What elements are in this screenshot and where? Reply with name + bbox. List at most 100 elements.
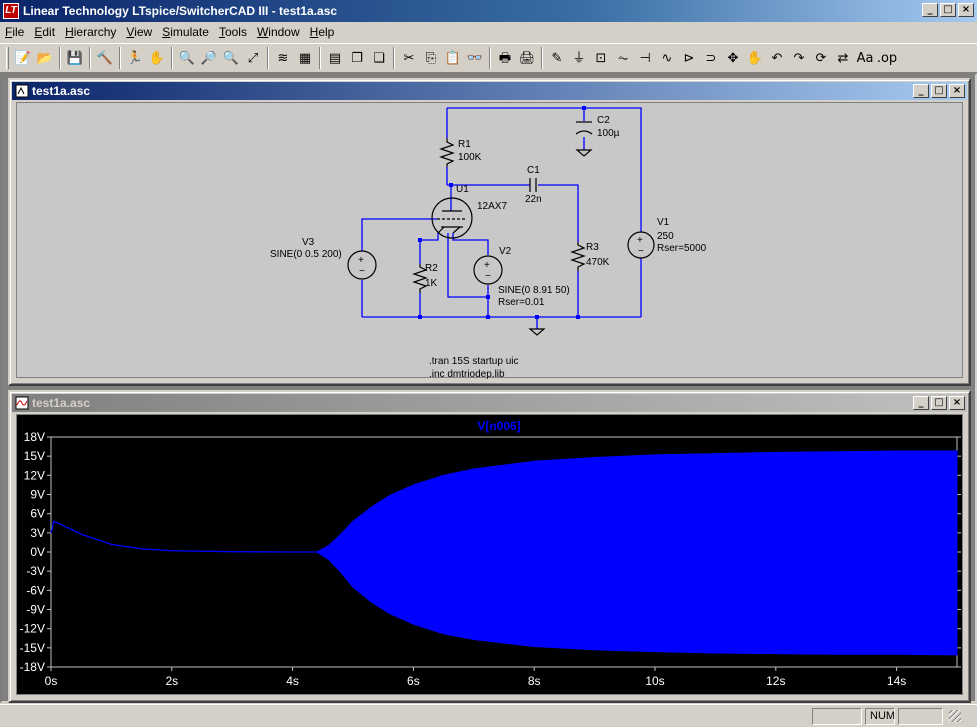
print-setup-icon[interactable]: 🖶 <box>498 50 512 66</box>
toolbar-separator <box>393 47 395 69</box>
svg-text:−: − <box>638 246 644 257</box>
waveform-chart[interactable]: V[n006] 18V15V12V9V6V3V0V-3V-6V-9V-12V-1… <box>17 415 964 698</box>
component-icon[interactable]: ⊃ <box>705 50 717 66</box>
schematic-window-titlebar[interactable]: test1a.asc <box>12 82 967 100</box>
junction <box>576 315 580 319</box>
cascade-icon[interactable]: ❐ <box>351 50 363 66</box>
plot-window-titlebar[interactable]: test1a.asc <box>12 394 967 412</box>
junction <box>486 295 490 299</box>
v1-symbol[interactable] <box>627 231 655 259</box>
minimize-icon[interactable]: _ <box>922 3 938 17</box>
triode-envelope[interactable] <box>431 197 473 239</box>
x-tick-label: 12s <box>766 674 785 688</box>
menu-help[interactable]: Help <box>305 25 340 39</box>
text-icon[interactable]: Aa <box>856 50 874 66</box>
schematic-drawing[interactable]: +− +− +− R1 100K C2 100µ C1 22n U1 12AX7… <box>17 103 964 381</box>
open-icon[interactable]: 📂 <box>36 50 54 66</box>
menu-edit[interactable]: Edit <box>29 25 60 39</box>
y-tick-label: -18V <box>20 660 45 674</box>
undo-icon[interactable]: ↶ <box>771 50 783 66</box>
run-icon[interactable]: 🏃 <box>126 50 144 66</box>
r3-symbol[interactable] <box>570 242 586 271</box>
capacitor-icon[interactable]: ⊣ <box>639 50 651 66</box>
tile-vertical-icon[interactable]: ❏ <box>373 50 385 66</box>
zoom-pan-icon[interactable]: 🔍 <box>222 50 240 66</box>
v2-symbol[interactable] <box>473 255 503 285</box>
menu-accelerator: V <box>126 25 135 39</box>
menu-accelerator: E <box>34 25 43 39</box>
ground-icon[interactable]: ⏚ <box>572 50 586 66</box>
find-icon[interactable]: 👓 <box>466 50 484 66</box>
plot-minimize-icon[interactable]: _ <box>913 396 929 410</box>
menu-accelerator: S <box>162 25 171 39</box>
svg-text:−: − <box>485 271 491 282</box>
save-icon[interactable]: 💾 <box>66 50 84 66</box>
y-tick-label: 6V <box>30 507 45 521</box>
menu-hierarchy[interactable]: Hierarchy <box>60 25 121 39</box>
status-cell <box>898 707 943 725</box>
y-tick-label: 3V <box>30 526 45 540</box>
toolbar-grip[interactable] <box>6 47 9 69</box>
zoom-in-icon[interactable]: 🔍 <box>178 50 196 66</box>
plot-maximize-icon[interactable]: □ <box>931 396 947 410</box>
spice-directive-icon[interactable]: .op <box>876 50 898 66</box>
spice-directive-tran[interactable]: .tran 15S startup uic <box>429 356 519 367</box>
zoom-fit-icon[interactable]: ⤢ <box>247 50 259 66</box>
v3-value: SINE(0 0.5 200) <box>270 249 342 260</box>
draw-wire-icon[interactable]: ✎ <box>551 50 563 66</box>
grid-icon[interactable]: ▦ <box>298 50 312 66</box>
x-tick-label: 2s <box>165 674 178 688</box>
resize-grip-icon[interactable] <box>949 710 961 722</box>
inductor-icon[interactable]: ∿ <box>661 50 673 66</box>
tile-horizontal-icon[interactable]: ▤ <box>328 50 342 66</box>
mirror-icon[interactable]: ⇄ <box>837 50 849 66</box>
trace-title[interactable]: V[n006] <box>477 419 520 433</box>
print-icon[interactable]: 🖨 <box>518 50 536 66</box>
schematic-window[interactable]: test1a.asc _ □ × <box>8 78 971 386</box>
menu-view[interactable]: View <box>121 25 157 39</box>
diode-icon[interactable]: ⊳ <box>683 50 695 66</box>
menu-tools[interactable]: Tools <box>214 25 252 39</box>
move-icon[interactable]: ✥ <box>727 50 739 66</box>
new-schematic-icon[interactable]: 📝 <box>14 50 32 66</box>
sign-glyphs: +− +− +− <box>358 235 644 282</box>
menu-label-rest: ools <box>224 25 247 39</box>
drag-icon[interactable]: ✋ <box>746 50 764 66</box>
plot-close-icon[interactable]: × <box>949 396 965 410</box>
trace-oscillation-envelope <box>315 450 958 656</box>
cut-icon[interactable]: ✂ <box>403 50 415 66</box>
ground-icon <box>528 328 546 336</box>
schematic-minimize-icon[interactable]: _ <box>913 84 929 98</box>
r2-symbol[interactable] <box>412 264 428 293</box>
x-tick-label: 6s <box>407 674 420 688</box>
spice-directive-inc[interactable]: .inc dmtriodep.lib <box>429 369 505 380</box>
schematic-close-icon[interactable]: × <box>949 84 965 98</box>
v3-symbol[interactable] <box>347 250 377 280</box>
label-net-icon[interactable]: ⊡ <box>595 50 607 66</box>
menu-label-rest: ile <box>12 25 25 39</box>
menu-file[interactable]: File <box>0 25 29 39</box>
menu-window[interactable]: Window <box>252 25 305 39</box>
r1-symbol[interactable] <box>439 138 455 167</box>
toolbar-separator <box>171 47 173 69</box>
zoom-out-icon[interactable]: 🔎 <box>200 50 218 66</box>
c1-value: 22n <box>525 194 542 205</box>
close-icon[interactable]: × <box>958 3 974 17</box>
redo-icon[interactable]: ↷ <box>793 50 805 66</box>
schematic-maximize-icon[interactable]: □ <box>931 84 947 98</box>
control-panel-icon[interactable]: 🔨 <box>96 50 114 66</box>
resistor-icon[interactable]: ⏦ <box>617 50 629 66</box>
halt-icon[interactable]: ✋ <box>148 50 166 66</box>
u1-value: 12AX7 <box>477 201 507 212</box>
autorange-icon[interactable]: ≋ <box>277 50 289 66</box>
schematic-canvas[interactable]: +− +− +− R1 100K C2 100µ C1 22n U1 12AX7… <box>16 102 964 381</box>
rotate-icon[interactable]: ⟳ <box>815 50 827 66</box>
maximize-icon[interactable]: □ <box>940 3 956 17</box>
copy-icon[interactable]: ⎘ <box>425 50 437 66</box>
menu-simulate[interactable]: Simulate <box>157 25 214 39</box>
components <box>347 121 655 336</box>
paste-icon[interactable]: 📋 <box>444 50 462 66</box>
menu-label-rest: iew <box>134 25 153 39</box>
